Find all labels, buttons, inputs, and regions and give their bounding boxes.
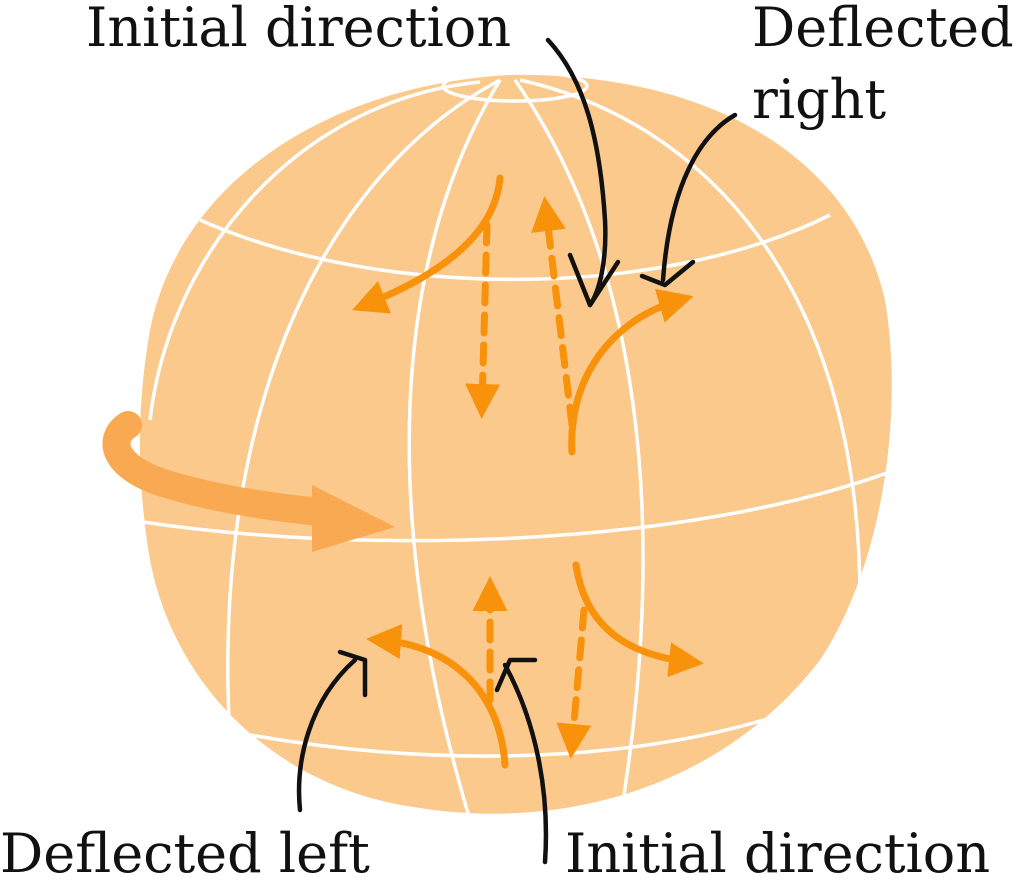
pointer-deflected-right: [660, 112, 738, 283]
pointer-arrows: [296, 37, 738, 865]
pointer-deflected-left: [296, 657, 358, 813]
southern-hemisphere-arrows: [366, 561, 704, 769]
label-initial-direction-top: Initial direction: [86, 0, 511, 59]
pointer-initial-direction-bottom: [502, 662, 549, 865]
label-deflected-right-line2: right: [752, 68, 886, 131]
northern-hemisphere-arrows: [352, 174, 694, 456]
label-deflected-right-line1: Deflected: [752, 0, 1014, 59]
deflected-left-arrow-north: [352, 174, 504, 314]
deflected-left-arrow-south: [366, 624, 509, 769]
deflected-right-arrow-south: [572, 561, 704, 678]
initial-direction-arrow-south-dashed-south: [556, 606, 592, 759]
deflected-right-arrow-north: [568, 288, 694, 456]
label-deflected-left: Deflected left: [0, 822, 370, 880]
initial-direction-arrow-south-dashed: [465, 221, 501, 419]
initial-direction-arrow-north-dashed: [531, 196, 576, 429]
label-initial-direction-bottom: Initial direction: [565, 822, 990, 880]
pointer-initial-direction-top: [545, 37, 608, 308]
rotation-arrow-icon: [102, 411, 395, 552]
